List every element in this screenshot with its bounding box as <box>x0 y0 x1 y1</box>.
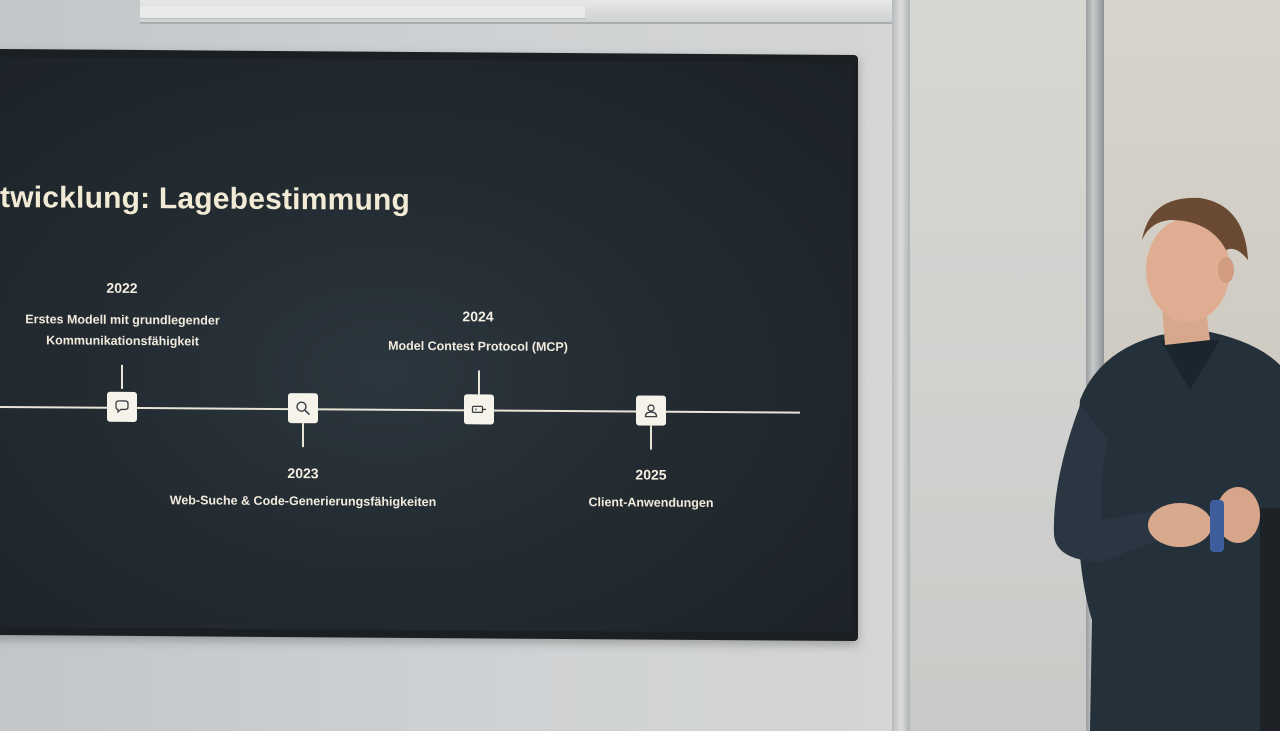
plug-icon <box>471 405 486 414</box>
milestone-stem-2025 <box>650 425 652 450</box>
milestone-year-2024: 2024 <box>462 308 494 325</box>
monitor-screen: twicklung: Lagebestimmung 2022 Erstes Mo… <box>0 57 852 633</box>
milestone-stem-2024 <box>478 370 480 395</box>
ceiling-rail <box>140 0 910 24</box>
chat-bubble-icon <box>115 400 129 414</box>
room-wall-right <box>905 0 1100 731</box>
milestone-node-2024 <box>464 394 494 425</box>
milestone-label-2024: Model Contest Protocol (MCP) <box>388 338 568 355</box>
slide-title: twicklung: Lagebestimmung <box>0 181 411 217</box>
search-icon <box>296 401 310 415</box>
milestone-label-2022-line1: Erstes Modell mit grundlegender <box>25 312 220 328</box>
milestone-node-2025 <box>636 395 666 426</box>
wall-pole <box>892 0 910 731</box>
user-icon <box>644 404 658 418</box>
milestone-year-2025: 2025 <box>635 466 667 483</box>
milestone-year-2022: 2022 <box>106 279 138 297</box>
milestone-stem-2022 <box>121 364 123 389</box>
milestone-node-2022 <box>107 391 137 422</box>
milestone-label-2023: Web-Suche & Code-Generierungsfähigkeiten <box>169 493 437 510</box>
milestone-node-2023 <box>288 393 318 424</box>
milestone-label-2025: Client-Anwendungen <box>588 495 714 511</box>
presentation-monitor: twicklung: Lagebestimmung 2022 Erstes Mo… <box>0 48 858 642</box>
milestone-year-2023: 2023 <box>287 465 319 482</box>
milestone-stem-2023 <box>302 423 304 448</box>
milestone-label-2022-line2: Kommunikationsfähigkeit <box>46 333 199 349</box>
presenter <box>1053 197 1280 731</box>
